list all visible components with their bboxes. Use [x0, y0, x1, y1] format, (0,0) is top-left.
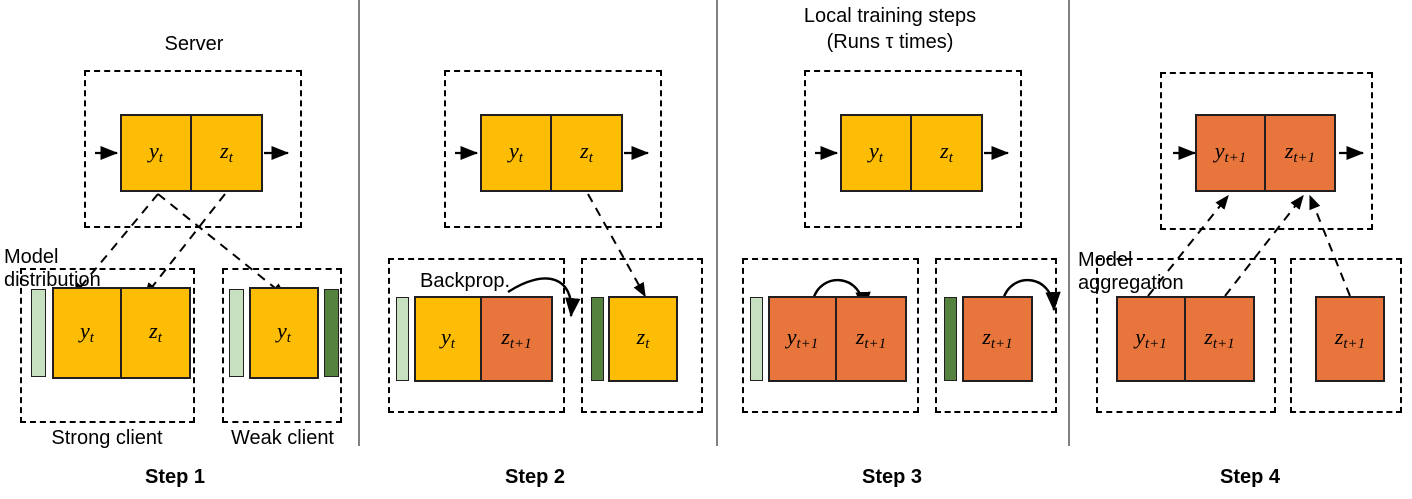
step3-step-label: Step 3: [861, 466, 923, 488]
note-line-1: Model distribution: [4, 246, 101, 291]
step4-server-cell-y: yt+1: [1195, 114, 1266, 192]
step1-server-cell-y: yt: [120, 114, 192, 192]
block-label: zt+1: [1204, 324, 1235, 353]
step1-server-block-row: yt zt: [120, 114, 263, 192]
step3-weak-client-container: [935, 258, 1057, 413]
step2-server-container: [444, 70, 662, 228]
step4-server-container: [1160, 72, 1373, 230]
block-label: zt: [940, 138, 953, 167]
step2-weak-client-block-row: zt: [608, 296, 678, 382]
step2-step-label: Step 2: [504, 466, 566, 488]
block-label: yt: [80, 318, 94, 347]
step2-strong-client-light-green-bar: [396, 297, 409, 381]
block-label: yt+1: [1214, 138, 1247, 167]
step4-server-block-row: yt+1 zt+1: [1195, 114, 1336, 192]
step3-weak-client-block-row: zt+1: [962, 296, 1033, 382]
step1-server-cell-z: zt: [191, 114, 263, 192]
step1-strong-client-label: Strong client: [51, 427, 163, 449]
block-label: yt: [441, 324, 455, 353]
block-label: zt+1: [1284, 138, 1316, 167]
step3-title-line2: (Runs τ times): [826, 31, 954, 53]
step4-server-cell-z: zt+1: [1265, 114, 1336, 192]
step2-weak-client-cell-z: zt: [608, 296, 678, 382]
step4-model-aggregation-note: Model aggregation: [1078, 203, 1213, 341]
step1-weak-client-label: Weak client: [230, 427, 334, 449]
step2-strong-client-block-row: yt zt+1: [414, 296, 553, 382]
block-label: yt+1: [1135, 324, 1167, 353]
block-label: yt: [869, 138, 883, 167]
step2-strong-client-cell-y: yt: [414, 296, 482, 382]
step2-server-cell-z: zt: [551, 114, 623, 192]
step2-strong-client-container: [388, 258, 565, 413]
step1-weak-client-block-row: yt: [249, 287, 319, 379]
step4-strong-client-container: [1096, 258, 1276, 413]
step1-strong-client-cell-y: yt: [52, 287, 122, 379]
note-text: Model aggregation: [1078, 249, 1184, 294]
block-label: zt: [580, 138, 593, 167]
block-label: yt: [277, 318, 291, 347]
step1-strong-client-block-row: yt zt: [52, 287, 191, 379]
block-label: zt+1: [1334, 324, 1366, 353]
step3-weak-client-dark-green-bar: [944, 297, 957, 381]
step4-strong-client-cell-z: zt+1: [1185, 296, 1255, 382]
step4-step-label: Step 4: [1219, 466, 1281, 488]
step1-strong-client-light-green-bar: [31, 289, 46, 377]
step3-strong-client-cell-y: yt+1: [768, 296, 837, 382]
block-label: zt: [636, 324, 650, 353]
panel-divider-2: [716, 0, 718, 446]
step3-server-block-row: yt zt: [840, 114, 983, 192]
block-label: yt+1: [786, 324, 819, 353]
step4-weak-client-cell-z: zt+1: [1315, 296, 1385, 382]
step2-server-block-row: yt zt: [480, 114, 623, 192]
step2-weak-client-container: [581, 258, 703, 413]
step4-strong-client-cell-y: yt+1: [1116, 296, 1186, 382]
block-label: zt+1: [855, 324, 887, 353]
block-label: zt+1: [501, 324, 532, 353]
block-label: zt: [149, 318, 162, 347]
block-label: zt: [220, 138, 233, 167]
panel-divider-3: [1068, 0, 1070, 446]
step4-strong-client-block-row: yt+1 zt+1: [1116, 296, 1255, 382]
step1-weak-client-cell-y: yt: [249, 287, 319, 379]
step3-strong-client-cell-z: zt+1: [836, 296, 907, 382]
block-label: yt: [509, 138, 523, 167]
step3-strong-client-block-row: yt+1 zt+1: [768, 296, 907, 382]
step1-step-label: Step 1: [144, 466, 206, 488]
step3-server-container: [804, 70, 1022, 228]
block-label: zt+1: [982, 324, 1013, 353]
step3-strong-client-light-green-bar: [750, 297, 763, 381]
step1-weak-client-dark-green-bar: [324, 289, 339, 377]
step4-weak-client-block-row: zt+1: [1315, 296, 1385, 382]
block-label: yt: [149, 138, 163, 167]
step3-title-line1: Local training steps: [803, 5, 977, 27]
step2-backprop-label: Backprop.: [420, 270, 511, 292]
step1-weak-client-light-green-bar: [229, 289, 244, 377]
panel-divider-1: [358, 0, 360, 446]
step2-strong-client-cell-z: zt+1: [481, 296, 553, 382]
step2-weak-client-dark-green-bar: [591, 297, 604, 381]
step3-server-cell-y: yt: [840, 114, 912, 192]
step1-strong-client-container: [20, 268, 195, 423]
step3-server-cell-z: zt: [911, 114, 983, 192]
step2-server-cell-y: yt: [480, 114, 552, 192]
step1-strong-client-cell-z: zt: [121, 287, 191, 379]
step3-strong-client-container: [742, 258, 919, 413]
step1-model-distribution-note: Model distribution: [4, 200, 124, 338]
step4-weak-client-container: [1290, 258, 1402, 413]
step1-weak-client-container: [222, 268, 342, 423]
step1-server-label: Server: [164, 33, 224, 55]
step1-server-container: [84, 70, 302, 228]
step3-weak-client-cell-z: zt+1: [962, 296, 1033, 382]
